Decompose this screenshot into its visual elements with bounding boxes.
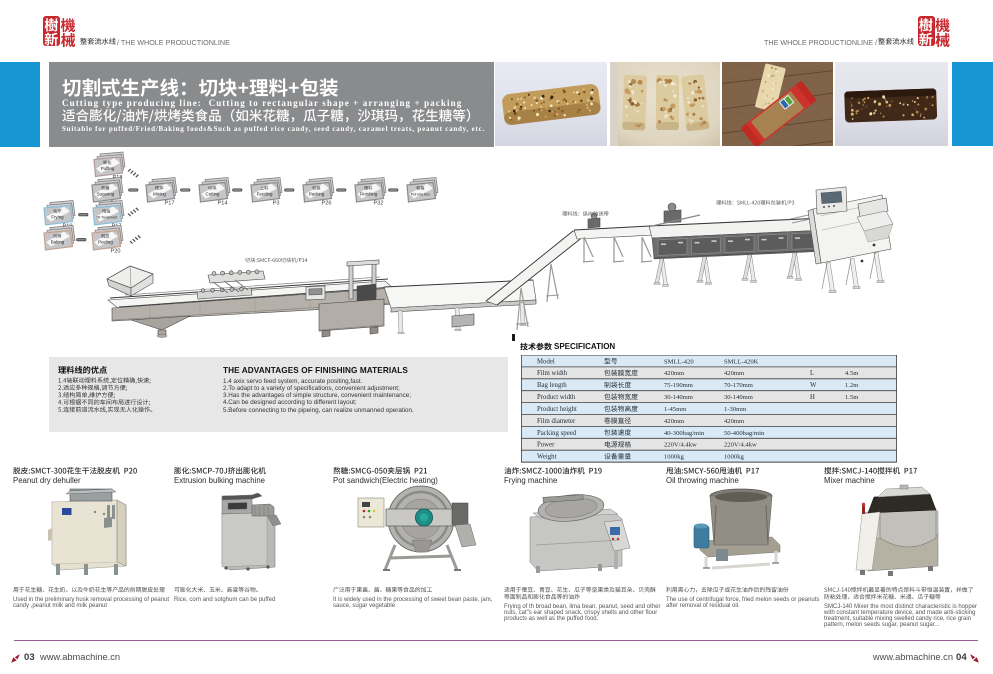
svg-text:Baking: Baking xyxy=(51,240,65,245)
svg-text:Put into box: Put into box xyxy=(411,193,430,197)
svg-text:420mm: 420mm xyxy=(724,418,745,425)
svg-text:Mixing: Mixing xyxy=(153,192,166,197)
svg-text:Frying: Frying xyxy=(51,215,64,220)
svg-text:Weight: Weight xyxy=(537,454,557,461)
svg-text:P14: P14 xyxy=(218,201,228,207)
svg-text:Puffing: Puffing xyxy=(101,166,115,171)
svg-text:Packing: Packing xyxy=(309,192,325,197)
svg-text:1-45mm: 1-45mm xyxy=(664,406,687,413)
svg-text:Packing speed: Packing speed xyxy=(537,430,577,437)
svg-text:P3: P3 xyxy=(273,201,280,207)
svg-text:Film diameter: Film diameter xyxy=(537,418,576,425)
svg-text:4.5m: 4.5m xyxy=(845,370,859,377)
svg-text:P20: P20 xyxy=(111,249,121,255)
svg-text:Product width: Product width xyxy=(537,394,576,401)
svg-text:30-140mm: 30-140mm xyxy=(724,394,754,401)
svg-text:Product height: Product height xyxy=(537,406,577,413)
svg-text:420mm: 420mm xyxy=(724,370,745,377)
svg-text:1-30mm: 1-30mm xyxy=(724,406,747,413)
svg-text:Feeding: Feeding xyxy=(257,192,273,197)
svg-text:1000kg: 1000kg xyxy=(664,454,684,461)
svg-text:Model: Model xyxy=(537,358,555,365)
svg-text:70-170mm: 70-170mm xyxy=(724,382,754,389)
svg-text:H: H xyxy=(810,394,815,401)
svg-text:1.5m: 1.5m xyxy=(845,394,859,401)
svg-text:420mm: 420mm xyxy=(664,370,685,377)
svg-text:SMLL-420K: SMLL-420K xyxy=(724,358,759,365)
svg-text:420mm: 420mm xyxy=(664,418,685,425)
svg-text:40-300bag/min: 40-300bag/min xyxy=(664,430,705,437)
svg-text:L: L xyxy=(810,370,814,377)
svg-text:SMLL-420: SMLL-420 xyxy=(664,358,694,365)
svg-text:Peeling: Peeling xyxy=(98,240,113,245)
svg-text:30-140mm: 30-140mm xyxy=(664,394,694,401)
svg-text:Bag length: Bag length xyxy=(537,382,567,389)
svg-text:W: W xyxy=(810,382,817,389)
svg-text:1.2m: 1.2m xyxy=(845,382,859,389)
svg-text:Sugaring: Sugaring xyxy=(97,192,115,197)
svg-text:75-190mm: 75-190mm xyxy=(664,382,694,389)
svg-text:220V/4.4kw: 220V/4.4kw xyxy=(664,442,697,449)
svg-text:Oil Treatment: Oil Treatment xyxy=(96,216,118,220)
svg-text:P17: P17 xyxy=(165,201,175,207)
svg-text:220V/4.4kw: 220V/4.4kw xyxy=(724,442,757,449)
svg-text:50-400bag/min: 50-400bag/min xyxy=(724,430,765,437)
svg-text:Finishing: Finishing xyxy=(360,192,378,197)
svg-text:Film width: Film width xyxy=(537,370,568,377)
svg-text:1000kg: 1000kg xyxy=(724,454,744,461)
svg-text:Power: Power xyxy=(537,442,555,449)
svg-text:Cutting: Cutting xyxy=(206,192,220,197)
svg-text:P32: P32 xyxy=(374,201,384,207)
svg-text:P26: P26 xyxy=(322,201,332,207)
